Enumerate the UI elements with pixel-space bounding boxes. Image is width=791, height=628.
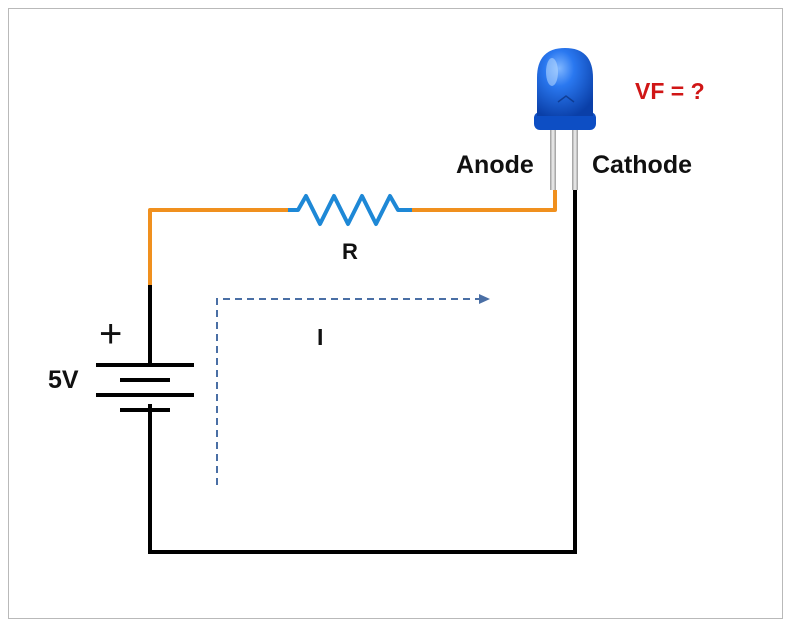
led-icon [534,48,596,190]
current-arrow-icon [216,294,490,485]
cathode-label: Cathode [592,151,692,179]
current-label: I [317,324,324,350]
wire-resistor-to-anode [410,190,557,212]
diagram-frame [8,8,783,619]
wire-negative [148,190,577,554]
voltage-label: 5V [48,366,79,394]
resistor-icon [288,194,412,226]
anode-label: Anode [456,151,534,179]
forward-voltage-label: VF = ? [635,78,705,104]
wire-positive [148,208,290,287]
resistor-label: R [342,239,358,264]
battery-icon [96,363,194,412]
plus-terminal-label: + [99,312,123,356]
